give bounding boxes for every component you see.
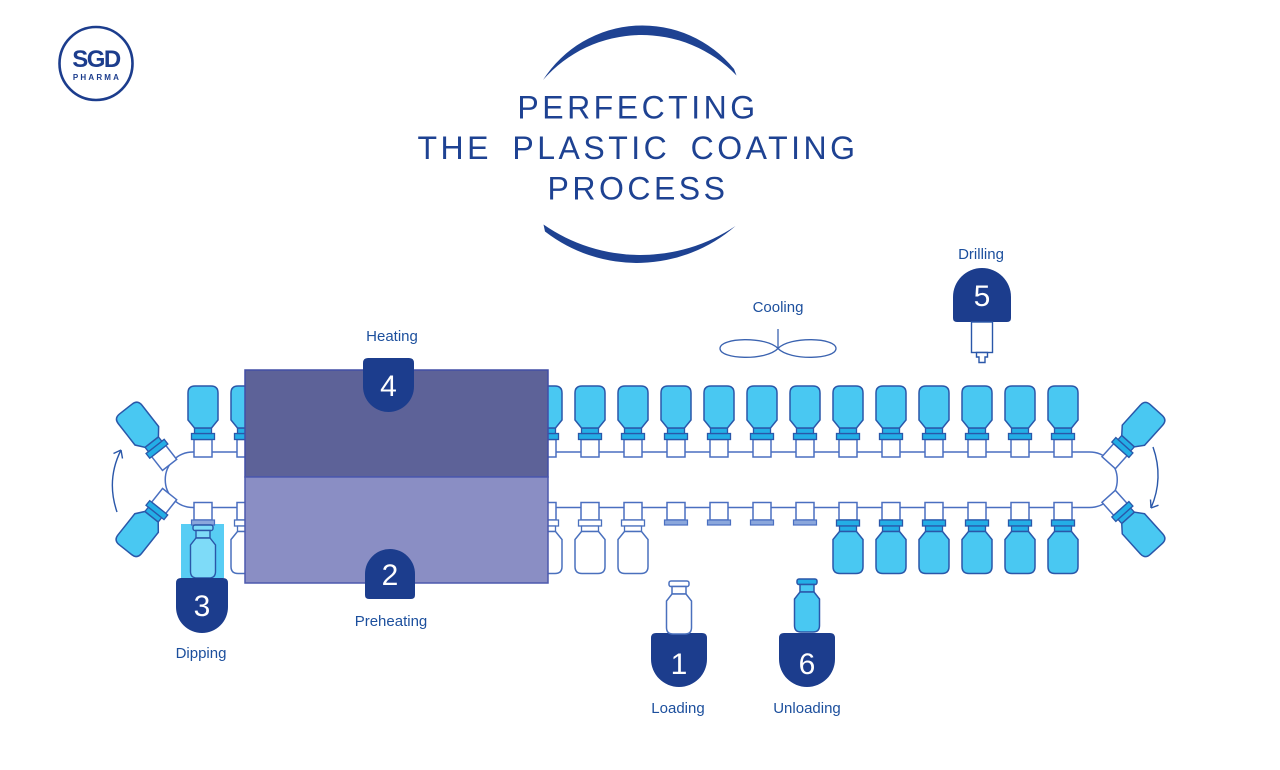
- cooling-fan-icon: [719, 329, 837, 358]
- empty-gripper: [706, 501, 732, 526]
- bottle-bottom-row: [574, 501, 606, 575]
- bottle-bottom-row: [832, 501, 864, 575]
- bottle-bottom-row: [1047, 501, 1079, 575]
- station-drilling-label: Drilling: [958, 246, 1004, 263]
- page-title: PERFECTING THE PLASTIC COATING PROCESS: [417, 90, 858, 207]
- station-preheating-number: 2: [382, 559, 399, 592]
- station-cooling-label: Cooling: [753, 299, 804, 316]
- bottle-top-row: [660, 385, 692, 458]
- bottle-top-row: [574, 385, 606, 458]
- bottle-bottom-row: [617, 501, 649, 575]
- station-drilling-number: 5: [974, 280, 991, 313]
- empty-gripper: [749, 501, 775, 526]
- bottle-tilted: [113, 399, 183, 475]
- empty-gripper: [663, 501, 689, 526]
- bottle-top-row: [703, 385, 735, 458]
- station-dipping-badge: [176, 578, 228, 633]
- station-loading-number: 1: [671, 648, 688, 681]
- title-arc-top: [543, 25, 737, 80]
- bottle-top-row: [875, 385, 907, 458]
- title-line-2: THE PLASTIC COATING: [417, 130, 858, 166]
- station-heating-badge: [363, 358, 414, 413]
- bottle-top-row: [832, 385, 864, 458]
- station-unloading-number: 6: [799, 648, 816, 681]
- title-arc-bottom: [543, 224, 736, 263]
- logo-text-pharma: PHARMA: [73, 73, 121, 82]
- rotation-arrow-right-icon: [1149, 446, 1159, 509]
- bottle-tilted: [112, 483, 183, 560]
- station-unloading-badge: [779, 633, 835, 687]
- dipped-bottle: [189, 501, 217, 579]
- bottle-top-row: [746, 385, 778, 458]
- bottle-tilted: [1096, 485, 1169, 560]
- bottle-top-row: [187, 385, 219, 458]
- bottle-top-row: [1047, 385, 1079, 458]
- sgd-pharma-logo: [58, 25, 134, 102]
- bottle-top-row: [918, 385, 950, 458]
- rotation-arrow-left-icon: [111, 449, 124, 513]
- bottle-top-row: [1004, 385, 1036, 458]
- loading-bottle: [665, 580, 693, 635]
- bottle-bottom-row: [961, 501, 993, 575]
- station-dipping-number: 3: [194, 590, 211, 623]
- station-loading-label: Loading: [651, 700, 704, 717]
- bottle-bottom-row: [918, 501, 950, 575]
- station-preheating-badge: [365, 549, 415, 599]
- bottle-bottom-row: [1004, 501, 1036, 575]
- bottle-top-row: [789, 385, 821, 458]
- station-dipping-label: Dipping: [176, 645, 227, 662]
- station-preheating-label: Preheating: [355, 613, 428, 630]
- logo-text-sgd: SGD: [72, 46, 121, 73]
- title-line-1: PERFECTING: [517, 90, 758, 126]
- bottle-bottom-row: [875, 501, 907, 575]
- unloading-bottle: [793, 578, 821, 633]
- bottle-top-row: [961, 385, 993, 458]
- station-loading-badge: [651, 633, 707, 687]
- title-line-3: PROCESS: [548, 171, 729, 207]
- station-heating-label: Heating: [366, 328, 418, 345]
- station-unloading-label: Unloading: [773, 700, 841, 717]
- station-drilling-badge: [953, 268, 1011, 322]
- drill-icon: [970, 321, 994, 364]
- bottle-top-row: [617, 385, 649, 458]
- station-heating-number: 4: [380, 370, 397, 403]
- empty-gripper: [792, 501, 818, 526]
